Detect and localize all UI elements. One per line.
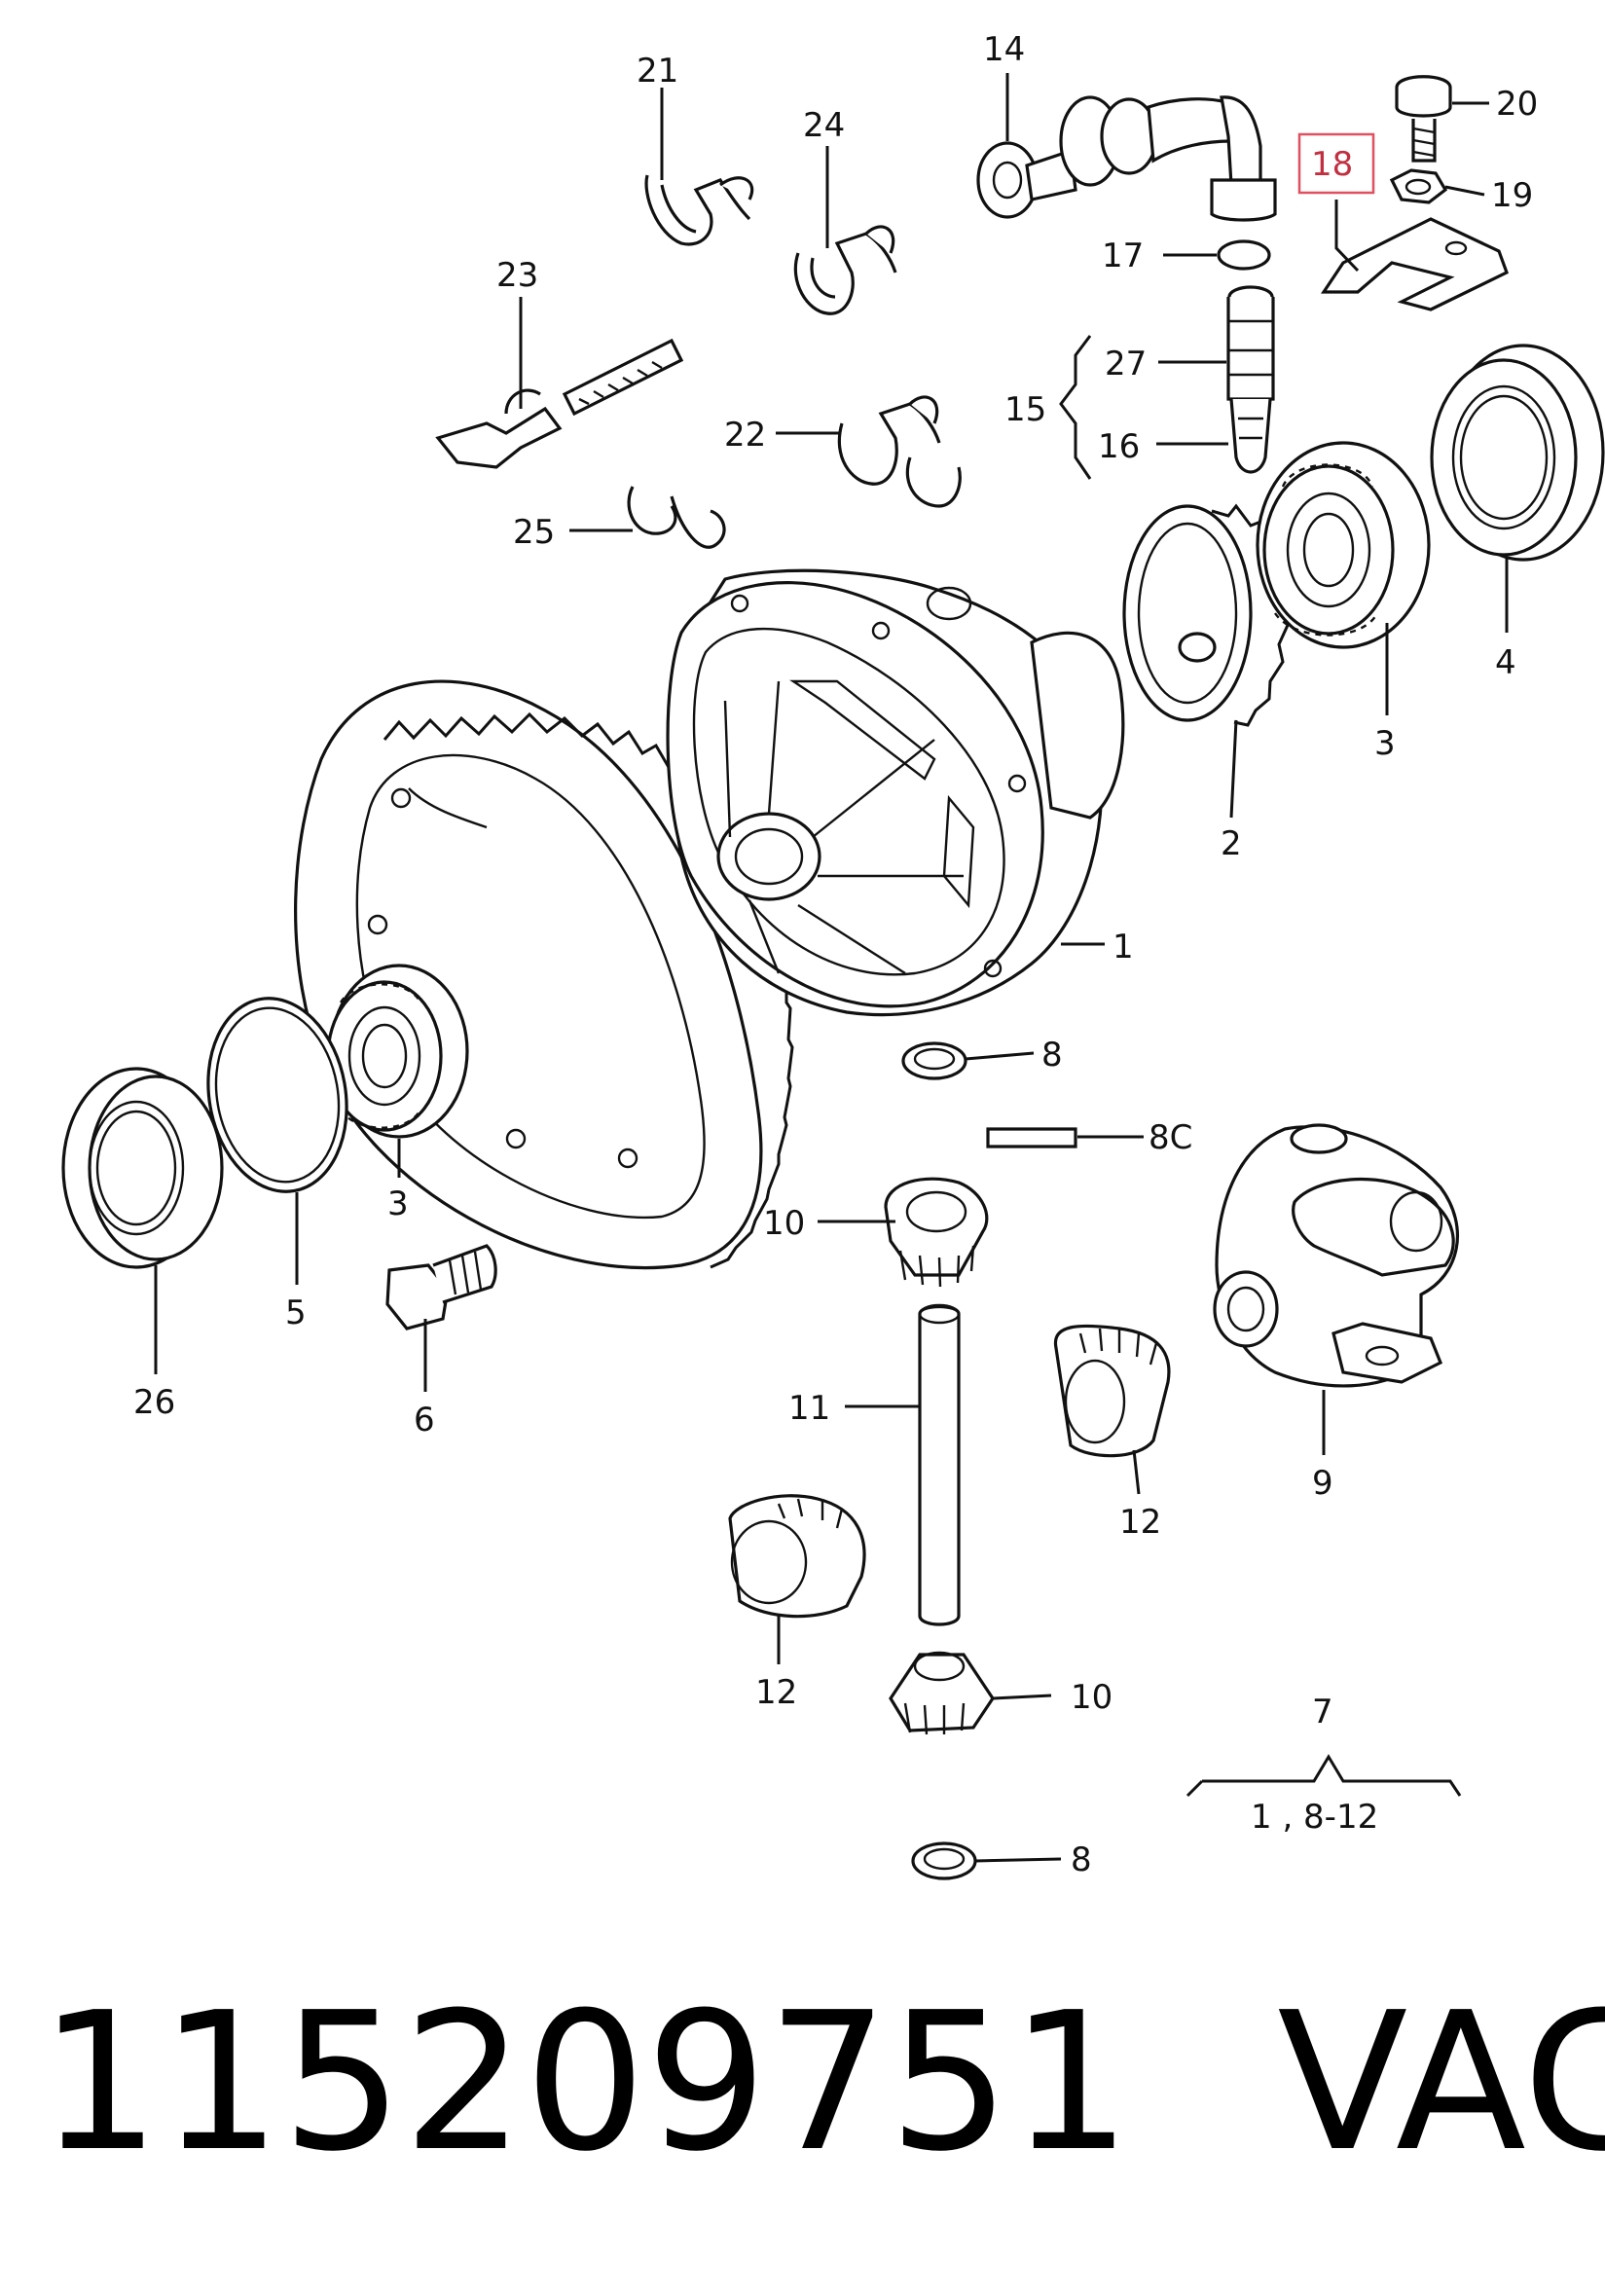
callout-16: 16 [1098, 427, 1140, 466]
callout-23: 23 [496, 256, 538, 295]
callout-26: 26 [133, 1383, 175, 1422]
callout-9: 9 [1312, 1464, 1333, 1503]
part-brand: VAG [1277, 1972, 1605, 2194]
callout-4: 4 [1495, 643, 1516, 682]
side-gear-right [1053, 1324, 1171, 1458]
part-number: 115209751 [39, 1972, 1132, 2194]
callout-14: 14 [983, 30, 1025, 69]
callout-12-right: 12 [1119, 1503, 1161, 1542]
callout-24: 24 [803, 106, 845, 145]
callout-17: 17 [1102, 237, 1144, 275]
taper-roller-bearing-right [1256, 441, 1431, 649]
callout-6: 6 [414, 1401, 435, 1440]
taper-roller-bearing-left [326, 964, 469, 1139]
callout-7: 7 [1312, 1693, 1333, 1731]
part-caption: 115209751 VAG [39, 1966, 1605, 2200]
callout-7-range: 1 , 8-12 [1251, 1798, 1378, 1837]
callout-8-top: 8 [1041, 1036, 1063, 1075]
callout-20: 20 [1496, 85, 1538, 124]
callout-8-bottom: 8 [1071, 1840, 1092, 1879]
callout-5: 5 [285, 1294, 307, 1332]
callout-15: 15 [1004, 390, 1046, 429]
thrust-washer-bottom [911, 1841, 977, 1880]
speedometer-drive-gear [1122, 503, 1291, 727]
callout-25: 25 [513, 513, 555, 552]
ring-gear-bolt [385, 1244, 497, 1330]
callout-10-bottom: 10 [1071, 1678, 1113, 1717]
callout-21: 21 [637, 52, 678, 91]
callout-labels: 14 20 21 24 18 19 17 23 27 15 22 16 25 4… [133, 30, 1538, 1879]
hose-clips [435, 174, 962, 549]
callout-3-right: 3 [1374, 724, 1396, 763]
oil-seal-left [61, 1067, 224, 1269]
callout-19: 19 [1491, 176, 1533, 215]
thrust-washer-top [901, 1041, 967, 1080]
oil-seal-right [1430, 344, 1605, 562]
locking-pin [986, 1127, 1077, 1148]
callout-1: 1 [1113, 928, 1134, 966]
differential-cage [1213, 1123, 1460, 1388]
side-gear-left [728, 1494, 866, 1619]
differential-housing [666, 568, 1125, 1017]
callout-10-top: 10 [763, 1204, 805, 1243]
leader-lines [154, 73, 1509, 1863]
callout-12-left: 12 [755, 1673, 797, 1712]
callout-11: 11 [788, 1389, 830, 1428]
planet-gear-top [884, 1177, 989, 1288]
shim-ring [206, 997, 348, 1193]
callout-18: 18 [1311, 145, 1353, 184]
callout-27: 27 [1105, 345, 1147, 383]
callout-8c: 8C [1149, 1118, 1192, 1157]
bolt-nut-clamp-plate [1321, 75, 1509, 311]
speedometer-sender-assembly [976, 95, 1277, 474]
planet-gear-bottom [889, 1651, 995, 1735]
differential-pin-shaft [918, 1303, 961, 1626]
callout-3-left: 3 [387, 1184, 409, 1223]
highlight-box-18 [1297, 132, 1375, 195]
callout-22: 22 [724, 416, 766, 455]
callout-2: 2 [1221, 824, 1242, 863]
